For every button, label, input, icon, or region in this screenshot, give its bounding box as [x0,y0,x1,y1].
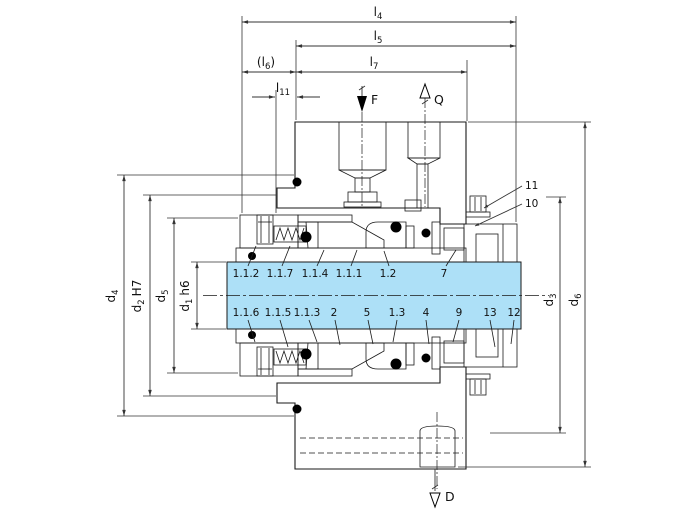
dim-label-l6: (l6) [257,55,275,72]
dim-label-l5: l5 [374,29,383,46]
flow-label-q: Q [434,92,444,107]
flow-arrow-f [357,85,367,112]
seal-parts-bottom [235,328,518,414]
dim-lines-left [117,174,294,417]
port-f [338,112,387,208]
port-d [300,412,463,489]
flow-arrow-d [429,469,441,509]
part-label: 13 [483,307,496,319]
part-label: 12 [507,307,520,319]
dim-label-l4: l4 [374,5,383,22]
housing-bottom [276,366,467,489]
seal-parts-top [235,177,518,263]
callout-leaders [474,185,523,227]
callout-label-11: 11 [525,180,538,192]
dim-label-d1: d1h6 [178,280,195,311]
part-label: 9 [456,307,463,319]
part-leaders-bottom [247,319,515,348]
dim-label-d4: d4 [104,289,121,302]
dim-label-l11: l11 [276,81,290,98]
dim-label-d2: d2H7 [130,280,147,313]
part-leaders-top [247,245,457,267]
part-label: 1.1.6 [233,307,260,319]
part-label: 1.1.1 [336,268,363,280]
dim-label-d6: d6 [567,293,584,306]
dim-label-l7: l7 [370,55,379,72]
callout-label-10: 10 [525,198,538,210]
part-label: 4 [423,307,430,319]
dim-label-d3: d3 [542,293,559,306]
dim-label-d5: d5 [154,289,171,302]
part-label: 1.1.4 [302,268,329,280]
dim-lines-right [458,121,591,468]
part-label: 1.3 [389,307,406,319]
part-label: 2 [331,307,338,319]
flow-arrow-q [419,82,431,105]
port-q [404,98,441,212]
flow-label-f: F [371,92,378,107]
dim-lines-top [241,16,517,222]
flow-label-d: D [445,489,455,504]
part-label: 1.1.7 [267,268,294,280]
part-label: 1.1.2 [233,268,260,280]
part-label: 7 [441,268,448,280]
part-label: 1.1.3 [294,307,321,319]
part-label: 1.1.5 [265,307,292,319]
part-label: 5 [364,307,371,319]
housing-top [276,98,467,225]
part-label: 1.2 [380,268,397,280]
